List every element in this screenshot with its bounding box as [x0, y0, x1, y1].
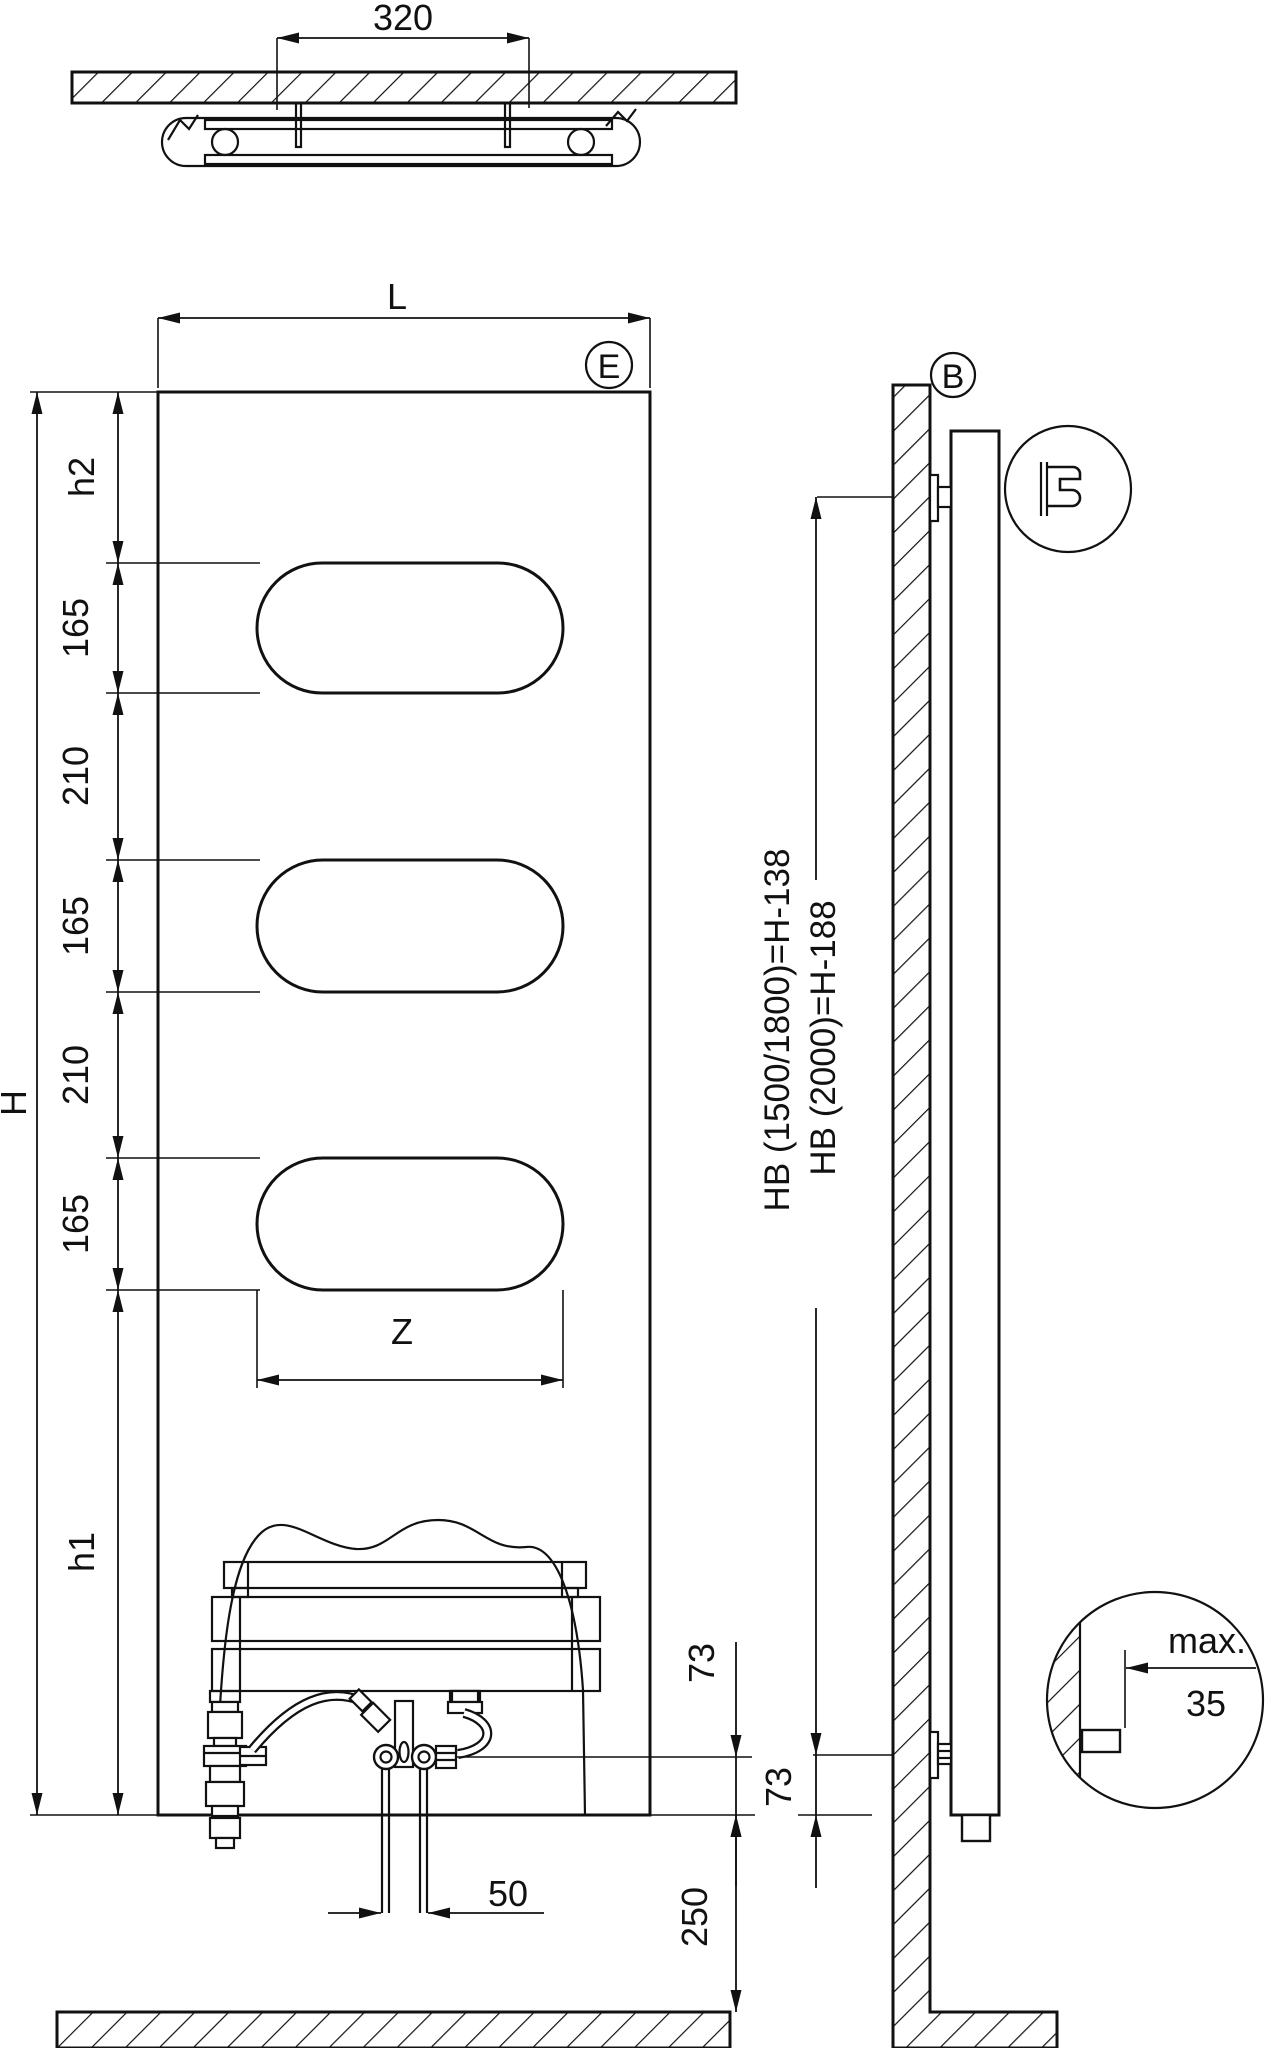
dim-text-H: H: [0, 1090, 34, 1116]
floor-hatch-front: [55, 2010, 732, 2048]
side-view: B HB (1500/1800)=H-138 HB (2000)=H-188 7…: [758, 351, 1059, 2048]
cutout-oval-3: [255, 1156, 565, 1292]
detail-top-bracket: [1003, 424, 1133, 554]
dim-text-L: L: [387, 276, 407, 317]
detail-marker-B-circle: [929, 351, 977, 399]
chain-label-165-2: 165: [55, 896, 96, 956]
detail-circle-bottom: [1045, 1590, 1265, 1810]
cutout-oval-2: [255, 858, 565, 994]
dim-text-73-side: 73: [758, 1767, 799, 1807]
radiator-panel-side: [949, 429, 1001, 1817]
left-mounting-pin: [294, 101, 303, 149]
dim-text-320: 320: [373, 0, 433, 38]
radiator-panel-front: [156, 390, 652, 1817]
right-break-mark: [605, 108, 637, 127]
dimension-chain: h2 165 210 165 210 165 h1: [55, 392, 260, 1815]
detail-marker-B: B: [942, 358, 965, 396]
flexible-hoses: [248, 1687, 493, 1759]
left-break-mark: [167, 114, 199, 141]
top-section-view: 320: [70, 0, 738, 168]
left-valve-assembly: [202, 1700, 268, 1850]
detail-max-offset: max. 35: [1045, 1590, 1265, 1810]
left-tube-section: [210, 127, 240, 157]
right-mounting-pin: [503, 101, 512, 149]
front-view: L E H h2 165 210 165 210 165: [0, 276, 755, 2048]
cutaway-break-outline: [214, 1518, 587, 1816]
radiator-back-plate: [203, 153, 614, 166]
detail-marker-E: E: [598, 348, 621, 386]
towel-bar-element: [208, 1560, 602, 1704]
chain-label-h2: h2: [61, 457, 102, 497]
detail-text-35: 35: [1186, 1683, 1226, 1724]
dim-text-Z: Z: [391, 1311, 413, 1352]
detail-text-max: max.: [1168, 1620, 1246, 1661]
right-tube-section: [566, 127, 596, 157]
panel-foot: [960, 1813, 992, 1843]
chain-label-210-2: 210: [55, 1045, 96, 1105]
bottom-wall-bracket: [928, 1730, 953, 1780]
cutout-oval-1: [255, 561, 565, 695]
hb-formula-1: HB (1500/1800)=H-138: [758, 849, 797, 1212]
connection-pipes: [380, 1769, 429, 1913]
chain-label-165-3: 165: [55, 1194, 96, 1254]
wall-hatch-side: [891, 383, 1059, 2048]
bracket-hook-profile: [1047, 465, 1082, 508]
detail-circle-top: [1003, 424, 1133, 554]
detail-marker-E-circle: [584, 340, 634, 390]
top-wall-bracket: [928, 473, 953, 523]
chain-label-165-1: 165: [55, 598, 96, 658]
radiator-front-plate: [203, 118, 614, 131]
chain-label-210-1: 210: [55, 746, 96, 806]
central-valve-block: [372, 1699, 458, 1771]
detail-bracket-section: [1080, 1728, 1122, 1754]
radiator-section-outline: [160, 116, 642, 168]
ceiling-wall-hatch: [70, 70, 738, 105]
hb-formula-2: HB (2000)=H-188: [804, 900, 843, 1175]
dim-text-250: 250: [674, 1887, 715, 1947]
chain-label-h1: h1: [61, 1532, 102, 1572]
dim-text-73-front: 73: [681, 1643, 722, 1683]
dim-text-50: 50: [488, 1873, 528, 1914]
